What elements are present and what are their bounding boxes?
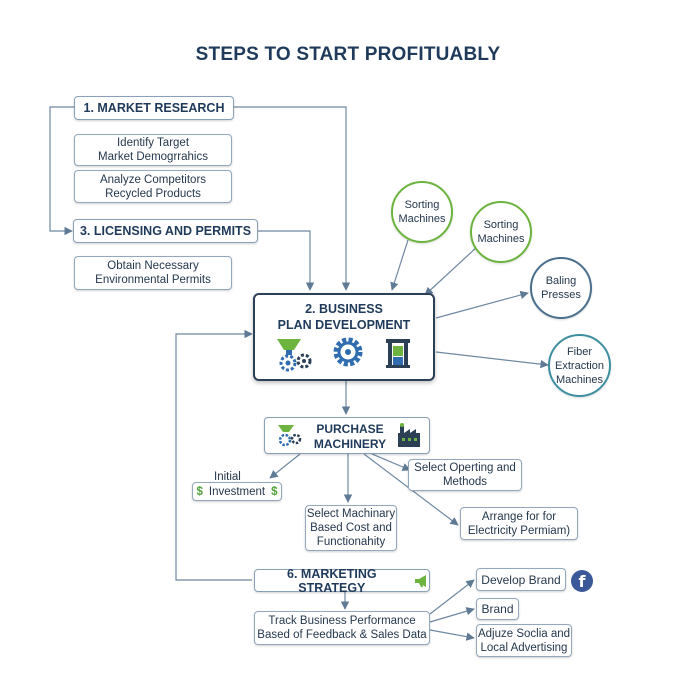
electricity-box[interactable]: Arrange for for Electricity Permiam): [460, 507, 578, 540]
purchase-line: PURCHASE: [316, 422, 384, 436]
funnel-gears-icon: [277, 339, 312, 372]
investment-label: Investment: [208, 485, 266, 498]
arrow-licensing-to-plan: [258, 230, 315, 291]
item-line: Arrange for for: [481, 510, 557, 523]
licensing-item[interactable]: Obtain Necessary Environmental Permits: [74, 256, 232, 290]
operating-methods-box[interactable]: Select Operting and Methods: [408, 459, 522, 491]
megaphone-icon: [414, 574, 426, 587]
purchase-machinery-box[interactable]: PURCHASE MACHINERY: [264, 417, 430, 454]
funnel-gears-icon: [278, 425, 302, 447]
business-plan-line: PLAN DEVELOPMENT: [277, 318, 411, 332]
machine-line: Baling: [545, 275, 577, 287]
press-machine-icon: [386, 339, 410, 368]
item-line: Functionahity: [316, 536, 386, 548]
machine-line: Fiber: [566, 345, 593, 358]
marketing-strategy-header[interactable]: 6. MARKETING STRATEGY: [254, 566, 430, 595]
machine-line: Sorting: [483, 219, 519, 231]
item-line: Methods: [442, 476, 488, 488]
arrow-plan-to-baling: [435, 290, 529, 319]
advertising-box[interactable]: Adjuze Soclia and Local Advertising: [476, 624, 572, 657]
machine-line: Extraction: [555, 359, 604, 372]
factory-icon: [398, 423, 420, 447]
item-line: Adjuze Soclia and: [477, 627, 571, 640]
select-machinery-box[interactable]: Select Machinary Based Cost and Function…: [305, 505, 397, 551]
arrow-research-to-licensing: [49, 106, 74, 236]
machine-line: Presses: [541, 289, 581, 301]
investment-caption: Initial: [214, 471, 241, 483]
machine-line: Sorting: [404, 199, 440, 211]
item-text: Obtain Necessary Environmental Permits: [95, 260, 211, 286]
item-line: Local Advertising: [480, 641, 568, 654]
dollar-icon: $: [271, 485, 278, 498]
market-research-item[interactable]: Identify Target Market Demogrrahics: [74, 134, 232, 166]
business-plan-line: 2. BUSINESS: [305, 302, 383, 316]
arrow-sorting2-to-plan: [424, 245, 479, 296]
develop-brand-box[interactable]: Develop Brand: [476, 568, 566, 591]
machine-line: Machines: [398, 213, 446, 225]
brand-box[interactable]: Brand: [476, 598, 519, 620]
arrow-loop-to-plan: [175, 329, 253, 581]
purchase-label: PURCHASE MACHINERY: [305, 422, 395, 452]
purchase-line: MACHINERY: [313, 437, 387, 451]
business-plan-box[interactable]: 2. BUSINESS PLAN DEVELOPMENT: [253, 293, 435, 381]
arrow-track-to-develop: [429, 579, 475, 615]
item-line: Electricity Permiam): [467, 524, 571, 537]
dollar-icon: $: [196, 485, 203, 498]
licensing-header[interactable]: 3. LICENSING AND PERMITS: [73, 219, 258, 243]
item-line: Track Business Performance: [268, 615, 416, 627]
market-research-item[interactable]: Analyze Competitors Recycled Products: [74, 170, 232, 203]
item-line: Develop Brand: [481, 572, 561, 587]
machine-line: Machines: [555, 373, 604, 386]
item-line: Select Machinary: [306, 508, 396, 520]
arrow-purchase-to-investment: [269, 453, 301, 479]
market-research-header[interactable]: 1. MARKET RESEARCH: [74, 96, 234, 120]
arrow-track-to-brand: [429, 607, 475, 623]
item-line: Select Operting and: [414, 462, 516, 474]
marketing-label: 6. MARKETING STRATEGY: [287, 566, 377, 595]
initial-investment-box[interactable]: $ Investment $: [192, 482, 282, 501]
facebook-icon[interactable]: f: [571, 570, 593, 592]
gear-icon: [333, 337, 363, 367]
arrow-research-to-plan: [234, 106, 351, 291]
arrow-plan-to-fiber: [435, 351, 549, 369]
item-line: Based Cost and: [310, 522, 392, 534]
business-plan-label: 2. BUSINESS PLAN DEVELOPMENT: [255, 301, 433, 333]
item-line: Based of Feedback & Sales Data: [257, 629, 427, 641]
item-text: Identify Target Market Demogrrahics: [98, 137, 208, 163]
page-title: STEPS TO START PROFITUABLY: [195, 44, 501, 65]
arrow-sorting1-to-plan: [390, 239, 409, 291]
machine-line: Machines: [477, 233, 525, 245]
item-line: Brand: [481, 602, 514, 616]
arrow-track-to-advertising: [429, 629, 475, 641]
item-text: Analyze Competitors Recycled Products: [99, 173, 207, 200]
track-performance-box[interactable]: Track Business Performance Based of Feed…: [254, 611, 430, 645]
arrow-purchase-to-operating: [371, 453, 411, 471]
